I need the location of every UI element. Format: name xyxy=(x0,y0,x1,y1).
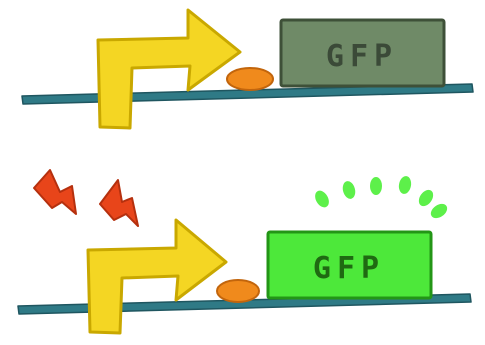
gfp-gene-label-on: GFP xyxy=(313,251,385,286)
glow-dot-icon xyxy=(430,203,448,219)
glow-dot-icon xyxy=(370,177,382,195)
glow-dot-icon xyxy=(398,176,412,194)
gfp-gene-label-off: GFP xyxy=(326,39,398,74)
gfp-gene-box-off xyxy=(279,18,446,88)
repressor-blob-icon xyxy=(226,67,274,91)
repressor-blob-icon xyxy=(216,279,260,303)
glow-dot-icon xyxy=(315,190,329,208)
lightning-bolt-icon xyxy=(99,179,139,227)
promoter-arrow-icon xyxy=(86,218,228,335)
panel-on: GFP xyxy=(17,169,472,335)
fluorescence-glow xyxy=(315,176,448,219)
promoter-arrow-icon xyxy=(96,8,242,130)
gfp-gene-box-on xyxy=(266,230,433,300)
glow-dot-icon xyxy=(342,181,356,199)
panel-off: GFP xyxy=(21,8,474,130)
lightning-bolt-icon xyxy=(33,169,77,215)
glow-dot-icon xyxy=(418,189,434,207)
dna-strand-top xyxy=(21,83,474,105)
